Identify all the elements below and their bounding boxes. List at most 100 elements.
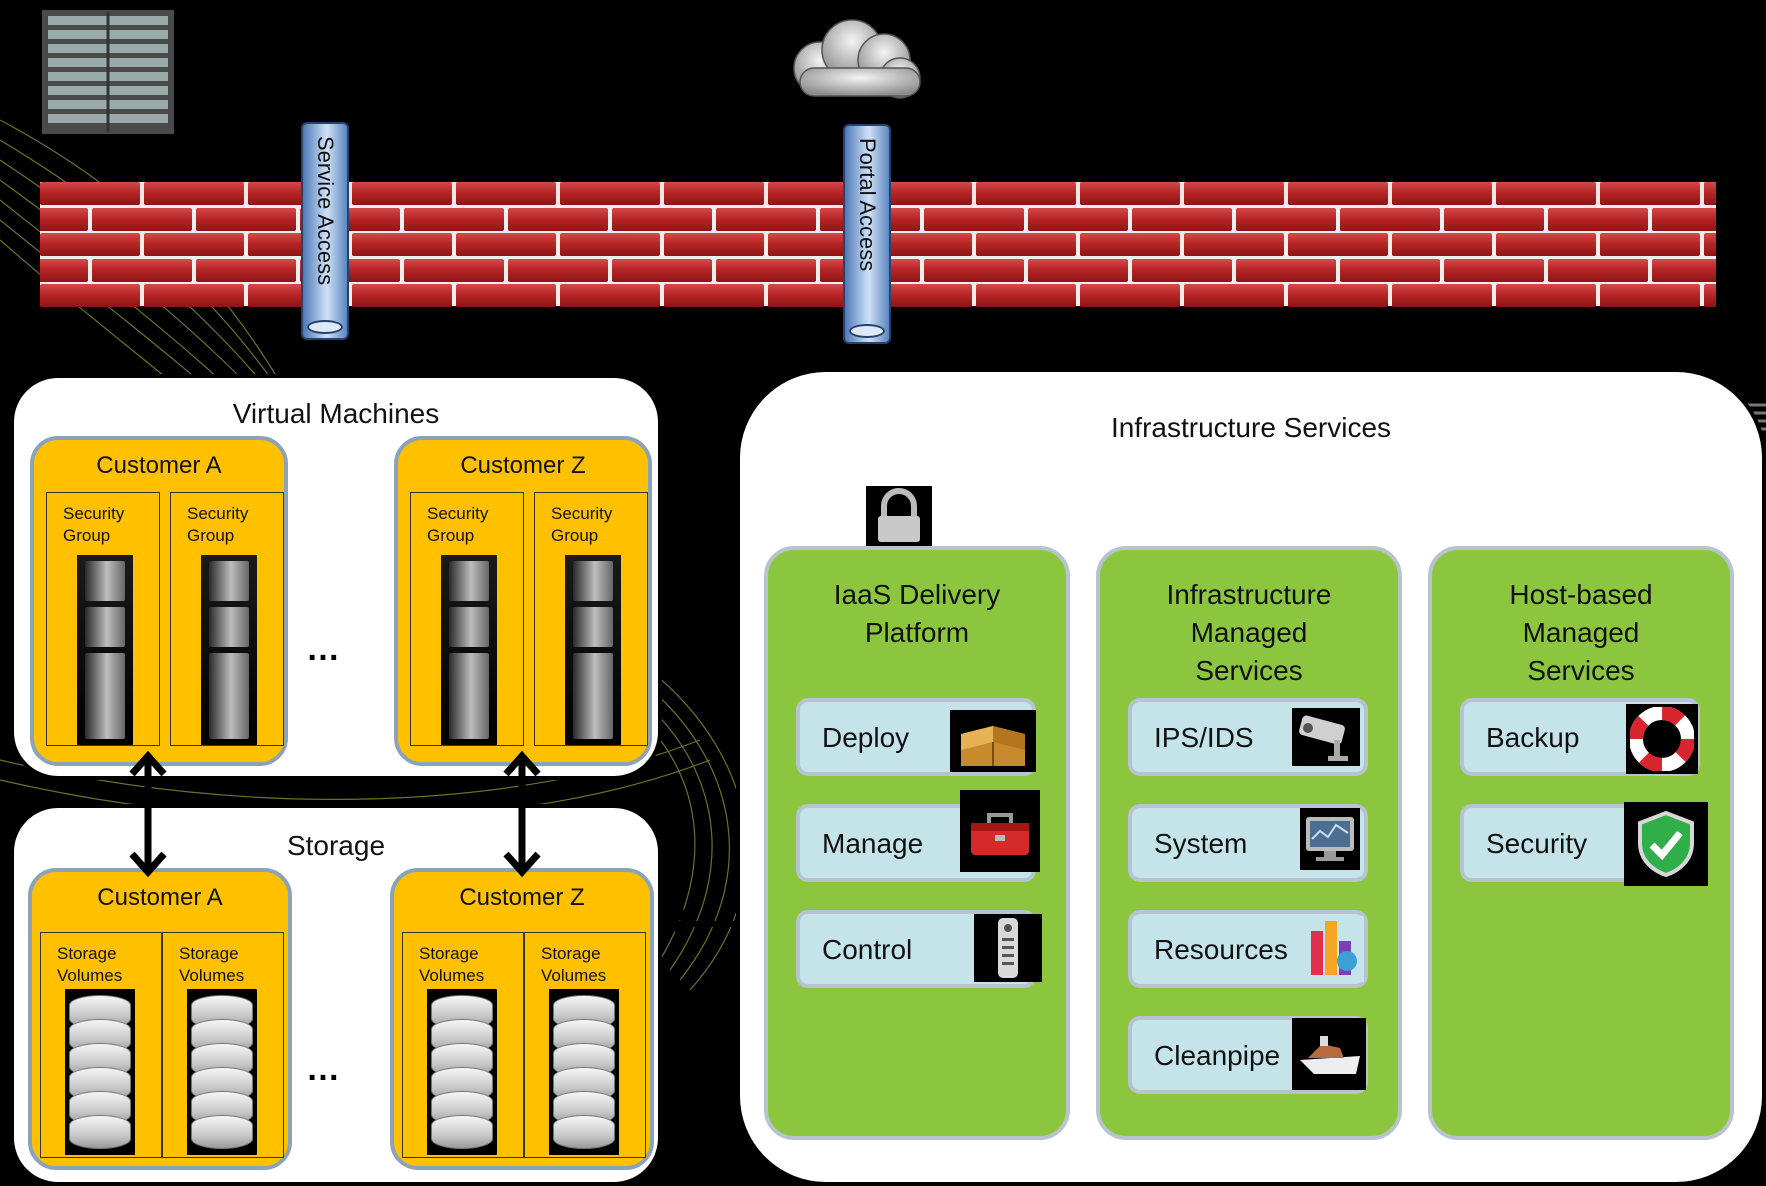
brick xyxy=(1704,182,1716,205)
cloud-icon xyxy=(793,19,921,99)
brick xyxy=(924,258,1024,282)
column-title-line: Platform xyxy=(864,617,970,648)
brick xyxy=(508,207,608,231)
service-item-label: IPS/IDS xyxy=(1154,722,1254,753)
brick xyxy=(1704,284,1716,307)
storage-volumes-label: Storage Volumes xyxy=(541,944,607,985)
brick xyxy=(1444,207,1544,231)
disk-stack-icon xyxy=(65,989,135,1155)
brick xyxy=(716,258,816,282)
brick xyxy=(92,207,192,231)
portal-access-pipe: Portal Access xyxy=(843,124,891,344)
brick xyxy=(1496,182,1596,205)
brick xyxy=(1080,284,1180,307)
brick xyxy=(872,233,972,256)
brick xyxy=(1184,182,1284,205)
brick xyxy=(1652,258,1716,282)
storage-customer-z: Customer Z Storage Volumes Storage Volum… xyxy=(390,868,654,1170)
storage-volumes-group: Storage Volumes xyxy=(40,932,162,1158)
column-title-line: Managed xyxy=(1190,617,1308,648)
brick xyxy=(144,182,244,205)
customer-name: Customer A xyxy=(96,452,222,479)
service-item-label: Control xyxy=(822,934,913,965)
brick xyxy=(196,207,296,231)
server-tower-icon xyxy=(441,555,497,745)
lock-icon-pad xyxy=(866,470,932,488)
server-tower-icon xyxy=(565,555,621,745)
storage-volumes-group: Storage Volumes xyxy=(524,932,646,1158)
brick xyxy=(1028,207,1128,231)
storage-volumes-group: Storage Volumes xyxy=(402,932,524,1158)
brick xyxy=(1340,207,1440,231)
lock-icon xyxy=(866,486,932,548)
storage-ellipsis: … xyxy=(306,1050,342,1088)
brick xyxy=(1444,258,1544,282)
brick xyxy=(1392,284,1492,307)
brick xyxy=(1080,182,1180,205)
security-group: Security Group xyxy=(46,492,160,746)
storage-volumes-label: Storage Volumes xyxy=(419,944,485,985)
brick xyxy=(1288,233,1388,256)
brick xyxy=(1028,258,1128,282)
service-item-label: Cleanpipe xyxy=(1154,1040,1281,1071)
brick xyxy=(716,207,816,231)
customer-name: Customer Z xyxy=(460,452,586,479)
brick xyxy=(1132,258,1232,282)
brick xyxy=(40,207,88,231)
customer-name: Customer Z xyxy=(459,884,585,911)
virtual-machines-title: Virtual Machines xyxy=(232,398,440,429)
brick xyxy=(664,233,764,256)
column-title: Host-based Managed Services xyxy=(1432,576,1730,690)
column-title: Infrastructure Managed Services xyxy=(1100,576,1398,690)
column-title-line: Services xyxy=(1195,655,1303,686)
pipe-cap xyxy=(849,324,885,338)
security-group-label: Security Group xyxy=(427,504,489,545)
brick xyxy=(144,284,244,307)
brick xyxy=(1496,233,1596,256)
storage-volumes-label: Storage Volumes xyxy=(179,944,245,985)
brick xyxy=(1340,258,1440,282)
brick xyxy=(612,258,712,282)
brick-row xyxy=(40,258,1716,282)
virtual-machines-panel: Virtual Machines Customer A Security Gro… xyxy=(10,374,662,780)
brick xyxy=(1236,207,1336,231)
server-rack-icon xyxy=(42,10,174,134)
storage-volumes-group: Storage Volumes xyxy=(162,932,284,1158)
storage-title: Storage xyxy=(286,830,386,861)
brick xyxy=(1132,207,1232,231)
brick xyxy=(1288,284,1388,307)
service-item-label: Backup xyxy=(1486,722,1580,753)
brick xyxy=(976,182,1076,205)
brick xyxy=(352,284,452,307)
lifebuoy-icon xyxy=(1626,704,1698,774)
security-group-label: Security Group xyxy=(551,504,613,545)
brick xyxy=(456,233,556,256)
brick xyxy=(404,207,504,231)
brick xyxy=(560,233,660,256)
vm-customer-a: Customer A Security Group Security Group xyxy=(30,436,288,766)
service-item-label: Manage xyxy=(822,828,924,859)
infrastructure-services-title: Infrastructure Services xyxy=(1110,412,1392,443)
brick xyxy=(1600,182,1700,205)
brick xyxy=(1236,258,1336,282)
brick xyxy=(1392,233,1492,256)
brick xyxy=(872,284,972,307)
vm-customer-z: Customer Z Security Group Security Group xyxy=(394,436,652,766)
vm-ellipsis: … xyxy=(306,630,342,668)
brick xyxy=(1600,284,1700,307)
brick xyxy=(404,258,504,282)
camera-icon xyxy=(1292,708,1360,766)
brick xyxy=(1652,207,1716,231)
column-title-line: Infrastructure xyxy=(1166,579,1332,610)
service-item-label: Deploy xyxy=(822,722,910,753)
shield-check-icon xyxy=(1624,802,1708,886)
vm-storage-link-arrow-a xyxy=(129,750,167,878)
brick-row xyxy=(40,284,1716,307)
brick xyxy=(1392,182,1492,205)
brick xyxy=(1288,182,1388,205)
service-access-pipe: Service Access xyxy=(301,122,349,340)
brick xyxy=(1496,284,1596,307)
brick xyxy=(196,258,296,282)
toolbox-icon xyxy=(960,790,1040,872)
brick xyxy=(924,207,1024,231)
